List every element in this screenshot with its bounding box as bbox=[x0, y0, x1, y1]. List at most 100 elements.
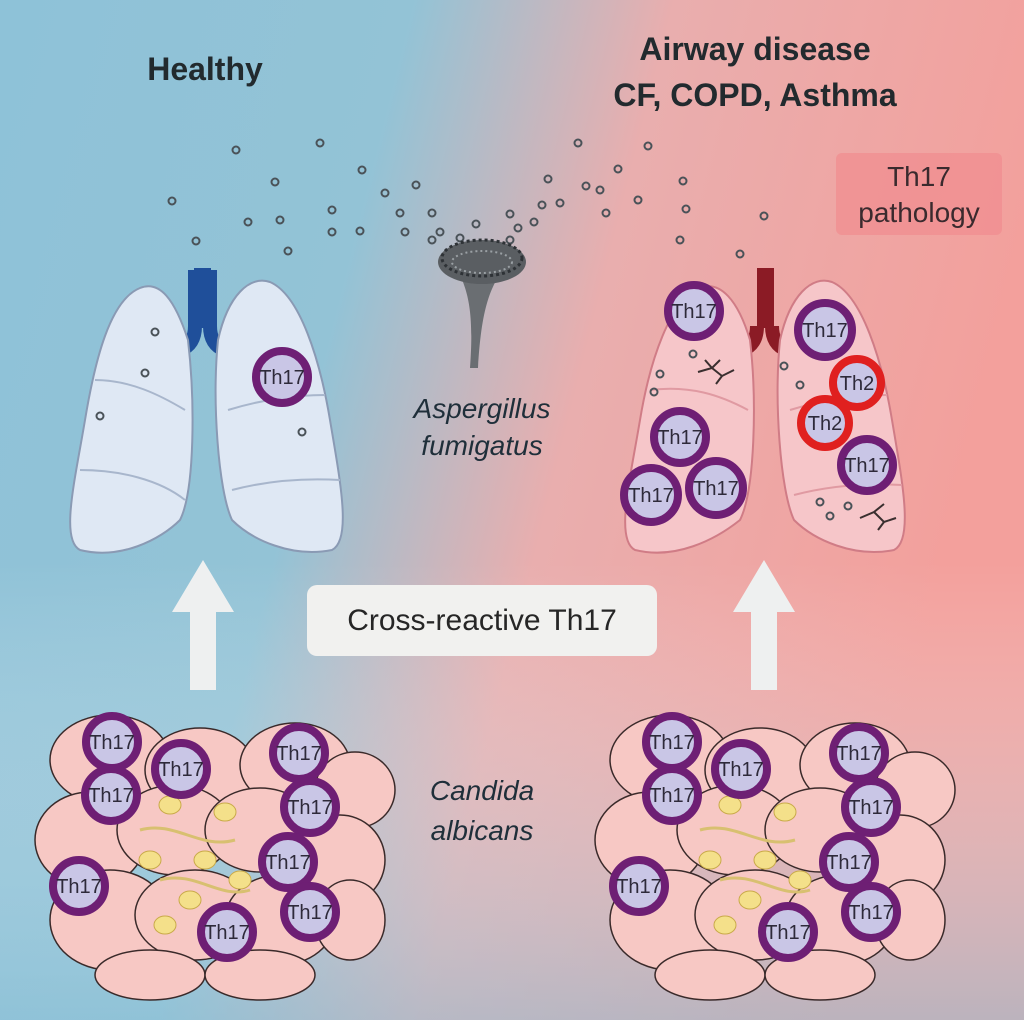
th17-cell-healthy-gut: Th17 bbox=[81, 765, 141, 825]
spore bbox=[529, 217, 539, 227]
heading-healthy: Healthy bbox=[147, 51, 263, 87]
th17-cell-label: Th17 bbox=[693, 478, 739, 500]
th17-cell-label: Th17 bbox=[671, 301, 717, 323]
candida-hyphae bbox=[699, 826, 811, 894]
spore bbox=[581, 181, 591, 191]
th17-cell-label: Th17 bbox=[276, 743, 322, 765]
th17-cell-diseased-lung: Th17 bbox=[837, 435, 897, 495]
hyphae-right-icon bbox=[859, 503, 897, 531]
th17-cell-healthy-lung: Th17 bbox=[252, 347, 312, 407]
spore bbox=[435, 227, 445, 237]
spore bbox=[411, 180, 421, 190]
candida-hyphae bbox=[139, 826, 251, 894]
th17-cell-healthy-gut: Th17 bbox=[280, 882, 340, 942]
candida-name-line1: Candida bbox=[430, 775, 534, 806]
spore bbox=[400, 227, 410, 237]
th17-cell-healthy-gut: Th17 bbox=[258, 832, 318, 892]
th17-pathology-badge: Th17 pathology bbox=[836, 153, 1002, 235]
th17-cell-label: Th17 bbox=[836, 743, 882, 765]
aspergillus-name-line1: Aspergillus bbox=[412, 393, 551, 424]
healthy-lungs bbox=[69, 268, 344, 554]
candida-colony bbox=[788, 870, 812, 890]
spore bbox=[601, 208, 611, 218]
th17-cell-diseased-gut: Th17 bbox=[642, 765, 702, 825]
th17-cell-diseased-gut: Th17 bbox=[841, 882, 901, 942]
th17-cell-diseased-lung: Th17 bbox=[685, 457, 747, 519]
spore bbox=[537, 200, 547, 210]
spore bbox=[681, 204, 691, 214]
intestine-lobe bbox=[764, 949, 876, 1001]
cross-reactive-text: Cross-reactive Th17 bbox=[347, 604, 617, 637]
spore bbox=[357, 165, 367, 175]
spore bbox=[513, 223, 523, 233]
th2-cell-diseased-lung: Th2 bbox=[797, 395, 853, 451]
intestine-lobe bbox=[654, 949, 766, 1001]
candida-colony bbox=[753, 850, 777, 870]
aspergillus-name-line2: fumigatus bbox=[421, 430, 542, 461]
th17-cell-diseased-gut: Th17 bbox=[819, 832, 879, 892]
aspergillus-icon bbox=[438, 238, 526, 368]
th17-cell-diseased-gut: Th17 bbox=[841, 777, 901, 837]
th17-cell-label: Th17 bbox=[657, 427, 703, 449]
candida-name-line2: albicans bbox=[431, 815, 534, 846]
spore bbox=[505, 209, 515, 219]
arrow-up-right-icon bbox=[733, 560, 795, 690]
th17-cell-healthy-gut: Th17 bbox=[49, 856, 109, 916]
spore bbox=[735, 249, 745, 259]
candida-colony bbox=[193, 850, 217, 870]
th17-cell-label: Th17 bbox=[765, 922, 811, 944]
th17-cell-label: Th17 bbox=[89, 732, 135, 754]
th17-cell-healthy-gut: Th17 bbox=[280, 777, 340, 837]
spore bbox=[380, 188, 390, 198]
th17-cell-healthy-gut: Th17 bbox=[82, 712, 142, 772]
spore bbox=[327, 227, 337, 237]
spore bbox=[231, 145, 241, 155]
th17-cell-label: Th17 bbox=[56, 876, 102, 898]
pathology-badge-line2: pathology bbox=[858, 197, 979, 228]
spore bbox=[455, 233, 465, 243]
spore bbox=[555, 198, 565, 208]
spore bbox=[270, 177, 280, 187]
candida-colony bbox=[138, 850, 162, 870]
th17-cell-label: Th17 bbox=[718, 759, 764, 781]
th17-cell-healthy-gut: Th17 bbox=[151, 739, 211, 799]
cross-reactive-label: Cross-reactive Th17 bbox=[307, 585, 657, 656]
heading-disease-list: CF, COPD, Asthma bbox=[613, 77, 897, 113]
intestine-lobe bbox=[94, 949, 206, 1001]
spore bbox=[243, 217, 253, 227]
arrow-up-left-icon bbox=[172, 560, 234, 690]
spore bbox=[543, 174, 553, 184]
candida-colony bbox=[213, 802, 237, 822]
spore bbox=[505, 235, 515, 245]
th17-cell-diseased-lung: Th17 bbox=[650, 407, 710, 467]
spore bbox=[283, 246, 293, 256]
spore bbox=[167, 196, 177, 206]
candida-colony bbox=[153, 915, 177, 935]
th17-cell-diseased-lung: Th17 bbox=[794, 299, 856, 361]
th17-cell-label: Th17 bbox=[204, 922, 250, 944]
spore bbox=[759, 211, 769, 221]
spore bbox=[633, 195, 643, 205]
th17-cell-healthy-gut: Th17 bbox=[197, 902, 257, 962]
spore bbox=[471, 219, 481, 229]
spore bbox=[327, 205, 337, 215]
th2-cell-diseased-lung: Th2 bbox=[829, 355, 885, 411]
candida-colony bbox=[228, 870, 252, 890]
spore bbox=[427, 235, 437, 245]
spore bbox=[395, 208, 405, 218]
th17-cell-healthy-gut: Th17 bbox=[269, 723, 329, 783]
candida-colony bbox=[773, 802, 797, 822]
intestine-lobe bbox=[204, 949, 316, 1001]
th17-cell-label: Th17 bbox=[848, 797, 894, 819]
th17-cell-label: Th17 bbox=[616, 876, 662, 898]
th17-cell-label: Th17 bbox=[802, 320, 848, 342]
spore bbox=[643, 141, 653, 151]
spore bbox=[427, 208, 437, 218]
spore bbox=[675, 235, 685, 245]
th17-cell-label: Th17 bbox=[287, 902, 333, 924]
candida-colony bbox=[738, 890, 762, 910]
candida-colony bbox=[698, 850, 722, 870]
th2-cell-label: Th2 bbox=[808, 413, 842, 435]
th17-cell-diseased-gut: Th17 bbox=[609, 856, 669, 916]
